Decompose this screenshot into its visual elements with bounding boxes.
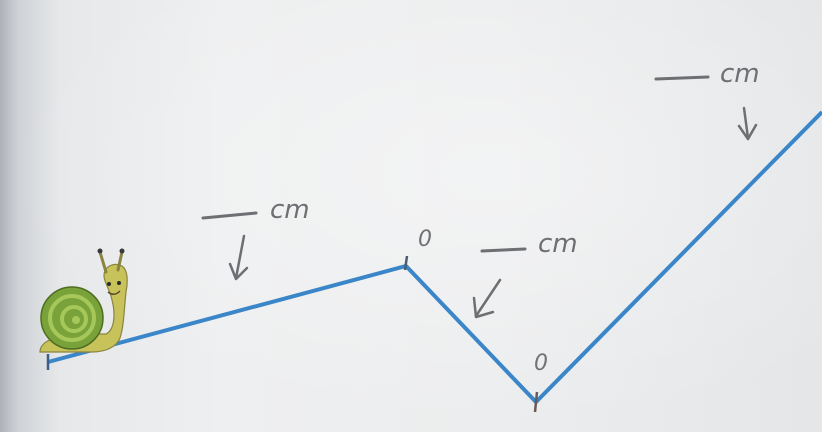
vertex-1-mark: 0 bbox=[418, 227, 432, 252]
arrow-down-left-icon bbox=[472, 278, 502, 319]
vertex-1-tick bbox=[403, 255, 409, 271]
segment-3-length-label: cm bbox=[654, 59, 760, 141]
segment-1-length-label: cm bbox=[201, 195, 310, 281]
segment-3-unit: cm bbox=[720, 59, 760, 89]
snail-icon bbox=[39, 248, 128, 353]
segment-2-unit: cm bbox=[538, 229, 578, 259]
segment-2-length-label: cm bbox=[472, 229, 578, 319]
arrow-down-icon bbox=[228, 234, 249, 281]
arrow-down-icon bbox=[737, 106, 758, 141]
vertex-2-mark: 0 bbox=[534, 351, 548, 376]
vertex-2-tick bbox=[533, 391, 539, 413]
segment-1-unit: cm bbox=[270, 195, 310, 225]
snail-path-line bbox=[47, 110, 822, 405]
